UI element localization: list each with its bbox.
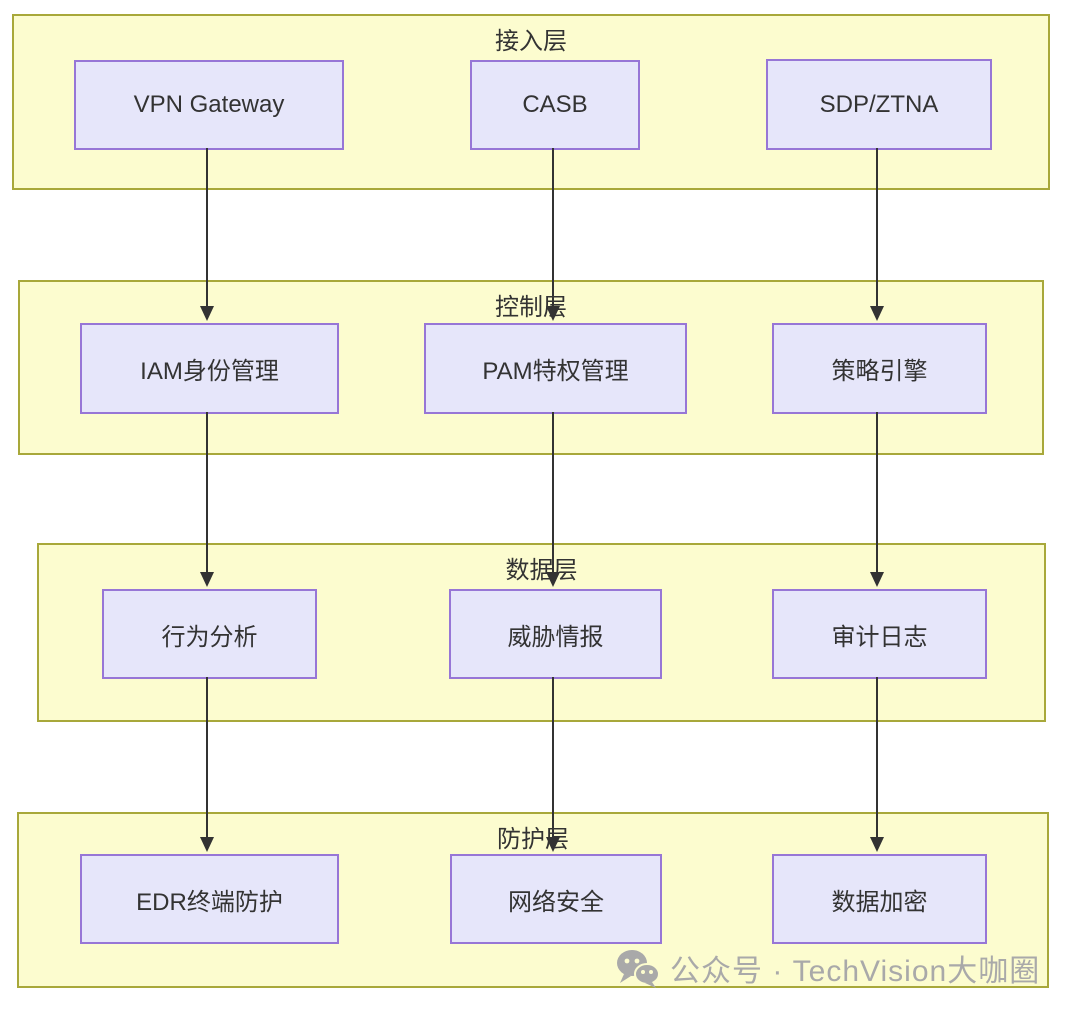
watermark: 公众号 · TechVision大咖圈 xyxy=(616,946,1040,990)
layer-access-title: 接入层 xyxy=(495,28,567,55)
layer-protection-title: 防护层 xyxy=(497,826,569,853)
watermark-text: 公众号 · TechVision大咖圈 xyxy=(670,955,1041,988)
node-casb: CASB xyxy=(470,60,640,150)
node-network-security: 网络安全 xyxy=(450,854,662,944)
node-data-encryption: 数据加密 xyxy=(772,854,987,944)
layer-data-title: 数据层 xyxy=(505,557,578,584)
node-sdp-ztna: SDP/ZTNA xyxy=(766,59,992,150)
node-threat-intel: 威胁情报 xyxy=(449,589,662,679)
layer-data: 数据层 行为分析 威胁情报 审计日志 xyxy=(37,543,1046,722)
layer-access: 接入层 VPN Gateway CASB SDP/ZTNA xyxy=(12,14,1050,190)
node-behavior-analysis: 行为分析 xyxy=(102,589,317,679)
node-policy-engine: 策略引擎 xyxy=(772,323,987,414)
node-vpn-gateway: VPN Gateway xyxy=(74,60,344,150)
node-pam: PAM特权管理 xyxy=(424,323,687,414)
node-iam: IAM身份管理 xyxy=(80,323,339,414)
node-audit-log: 审计日志 xyxy=(772,589,987,679)
layer-control-title: 控制层 xyxy=(495,294,567,321)
wechat-icon xyxy=(617,950,660,988)
layer-control: 控制层 IAM身份管理 PAM特权管理 策略引擎 xyxy=(18,280,1044,455)
node-edr: EDR终端防护 xyxy=(80,854,339,944)
